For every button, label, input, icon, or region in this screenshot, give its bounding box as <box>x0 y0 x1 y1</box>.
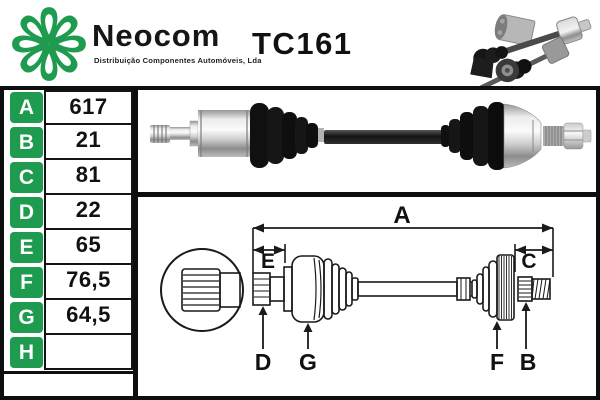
content-frame: A 617 B 21 C 81 D 22 E 65 F 76,5 <box>0 86 600 400</box>
dim-e-label: E <box>261 250 275 273</box>
row-label-chip: G <box>10 302 43 333</box>
table-row: C 81 <box>4 160 133 195</box>
row-value: 81 <box>44 160 133 195</box>
dim-c-label: C <box>521 250 536 273</box>
row-value: 617 <box>44 90 133 125</box>
table-row: B 21 <box>4 125 133 160</box>
neocom-logo-icon <box>12 7 86 81</box>
product-photo <box>138 90 596 197</box>
part-number: TC161 <box>252 26 353 61</box>
dim-g-label: G <box>299 349 317 375</box>
row-value: 22 <box>44 195 133 230</box>
brand-name: Neocom <box>92 18 221 53</box>
technical-drawing: A E C D G F B <box>138 197 596 396</box>
table-row: F 76,5 <box>4 265 133 300</box>
cv-joints-thumbnail <box>470 14 592 88</box>
row-label-chip: D <box>10 197 43 228</box>
table-row: E 65 <box>4 230 133 265</box>
row-value <box>44 335 133 370</box>
table-row: D 22 <box>4 195 133 230</box>
row-label-chip: B <box>10 127 43 158</box>
dim-a-label: A <box>393 202 410 229</box>
row-label-chip: H <box>10 337 43 368</box>
row-label-chip: A <box>10 92 43 123</box>
row-value: 64,5 <box>44 300 133 335</box>
row-label-chip: E <box>10 232 43 263</box>
row-label-chip: F <box>10 267 43 298</box>
dim-f-label: F <box>490 349 504 375</box>
row-value: 76,5 <box>44 265 133 300</box>
row-value: 21 <box>44 125 133 160</box>
table-row: H <box>4 335 133 370</box>
row-label-chip: C <box>10 162 43 193</box>
dimensions-table: A 617 B 21 C 81 D 22 E 65 F 76,5 <box>4 90 138 396</box>
brand-tagline: Distribuição Componentes Automóveis, Lda <box>94 56 262 65</box>
row-value: 65 <box>44 230 133 265</box>
table-row: G 64,5 <box>4 300 133 335</box>
dim-d-label: D <box>255 349 272 375</box>
table-end-line <box>4 371 133 374</box>
table-row: A 617 <box>4 90 133 125</box>
dim-b-label: B <box>520 349 537 375</box>
